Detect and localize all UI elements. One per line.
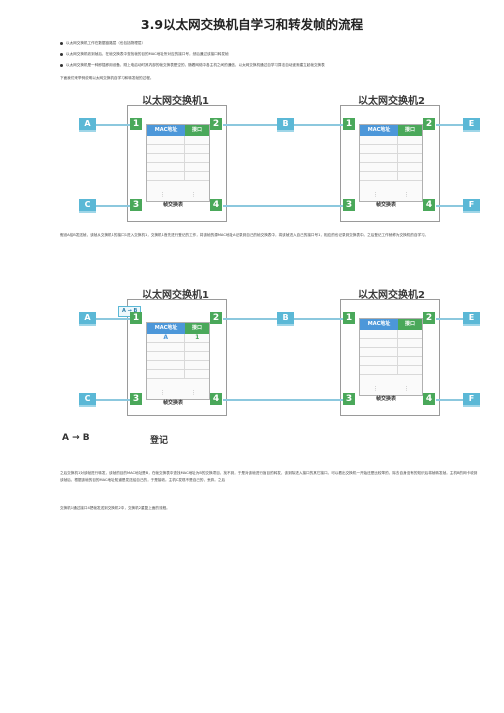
paragraph-forwarding: 之后交换机1对该帧进行转发，该帧的目的MAC地址是B，在帧交换表中查找MAC地址… (60, 471, 478, 482)
bullet-item: 以太网交换机收到帧后，在帧交换表中查找帧的目的MAC地址所对应的接口号，然后通过… (60, 49, 480, 60)
paragraph-learning: 假设A给B发送帧，该帧从交换机1的接口1进入交换机1，交换机1首先进行登记的工作… (60, 233, 429, 237)
sw2-port-2: 2 (423, 312, 435, 324)
link-sw2-f (436, 205, 470, 207)
entry-port: 1 (195, 334, 200, 341)
sw1-port-2: 2 (210, 312, 222, 324)
sw1-port-3: 3 (130, 199, 142, 211)
sw2-port-4: 4 (423, 393, 435, 405)
host-f: F (463, 393, 480, 405)
link-sw2-e (436, 124, 470, 126)
sw2-table-caption: 帧交换表 (376, 396, 397, 402)
bullet-list: 以太网交换机工作在数据链路层（也包括物理层） 以太网交换机收到帧后，在帧交换表中… (60, 38, 480, 71)
paragraph-switch2: 交换机1通过接口4把帧发送到交换机2中，交换机2重复上面的流程。 (60, 506, 170, 510)
legend-flow: A → B (62, 433, 90, 443)
diagram-initial: 以太网交换机1 以太网交换机2 A C B E F 1 2 3 4 1 2 3 … (0, 88, 504, 228)
page-title: 3.9以太网交换机自学习和转发帧的流程 (140, 17, 364, 32)
table-dots: ⋮ (373, 192, 378, 198)
sw1-port-2: 2 (210, 118, 222, 130)
host-b: B (277, 118, 294, 130)
table-dots: ⋮ (160, 390, 165, 396)
host-a: A (79, 312, 96, 324)
sw1-table-caption: 帧交换表 (163, 400, 184, 406)
table-dots: ⋮ (191, 192, 196, 198)
sw2-port-4: 4 (423, 199, 435, 211)
port-header: 接口 (398, 319, 422, 330)
sw2-frame-table: MAC地址接口 ⋮ ⋮ (359, 124, 423, 202)
sw1-frame-table: MAC地址接口 ⋮ ⋮ (146, 124, 210, 202)
bullet-item: 以太网交换机工作在数据链路层（也包括物理层） (60, 38, 480, 49)
diagram-after-learning: 以太网交换机1 以太网交换机2 A → B A C B E F 1 2 3 4 … (0, 282, 504, 422)
sw2-port-3: 3 (343, 393, 355, 405)
sw2-port-1: 1 (343, 312, 355, 324)
link-b-sw2 (286, 318, 348, 320)
port-header: 接口 (185, 125, 209, 136)
sw1-port-1: 1 (130, 312, 142, 324)
switch1-title: 以太网交换机1 (142, 96, 209, 107)
switch1-title: 以太网交换机1 (142, 290, 209, 301)
bullet-item: 以太网交换机是一种即插即用设备，刚上电启动时其内部的帧交换表是空的，随着网络中各… (60, 60, 480, 71)
sw1-table-caption: 帧交换表 (163, 202, 184, 208)
host-b: B (277, 312, 294, 324)
host-e: E (463, 118, 480, 130)
link-a-1 (96, 124, 130, 126)
mac-header: MAC地址 (147, 125, 185, 136)
link-sw2-e (436, 318, 470, 320)
frame-a-to-b: A → B (118, 306, 142, 317)
mac-header: MAC地址 (147, 323, 185, 334)
link-2-b (223, 124, 277, 126)
link-c-3 (96, 205, 130, 207)
link-sw2-f (436, 399, 470, 401)
sw1-port-3: 3 (130, 393, 142, 405)
sw1-frame-table: MAC地址接口 A 1 ⋮ ⋮ (146, 322, 210, 400)
port-header: 接口 (398, 125, 422, 136)
sw2-frame-table: MAC地址接口 ⋮ ⋮ (359, 318, 423, 396)
host-e: E (463, 312, 480, 324)
table-dots: ⋮ (191, 390, 196, 396)
sw2-port-2: 2 (423, 118, 435, 130)
sw2-port-3: 3 (343, 199, 355, 211)
table-dots: ⋮ (373, 386, 378, 392)
link-b-sw2 (286, 124, 348, 126)
table-dots: ⋮ (160, 192, 165, 198)
table-dots: ⋮ (404, 192, 409, 198)
sw1-port-4: 4 (210, 393, 222, 405)
link-a-1 (96, 318, 130, 320)
sw2-port-1: 1 (343, 118, 355, 130)
legend-register: 登记 (150, 436, 169, 446)
port-header: 接口 (185, 323, 209, 334)
mac-header: MAC地址 (360, 125, 398, 136)
host-c: C (79, 199, 96, 211)
switch2-title: 以太网交换机2 (358, 290, 425, 301)
mac-header: MAC地址 (360, 319, 398, 330)
host-a: A (79, 118, 96, 130)
sw1-port-1: 1 (130, 118, 142, 130)
link-c-3 (96, 399, 130, 401)
host-c: C (79, 393, 96, 405)
link-4-sw2 (223, 399, 349, 401)
switch2-title: 以太网交换机2 (358, 96, 425, 107)
table-dots: ⋮ (404, 386, 409, 392)
sw2-table-caption: 帧交换表 (376, 202, 397, 208)
intro-paragraph: 下面我们来举例说明以太网交换机自学习和转发帧的过程。 (60, 76, 154, 80)
entry-mac: A (147, 334, 186, 342)
sw1-port-4: 4 (210, 199, 222, 211)
link-4-sw2 (223, 205, 349, 207)
host-f: F (463, 199, 480, 211)
link-2-b (223, 318, 277, 320)
